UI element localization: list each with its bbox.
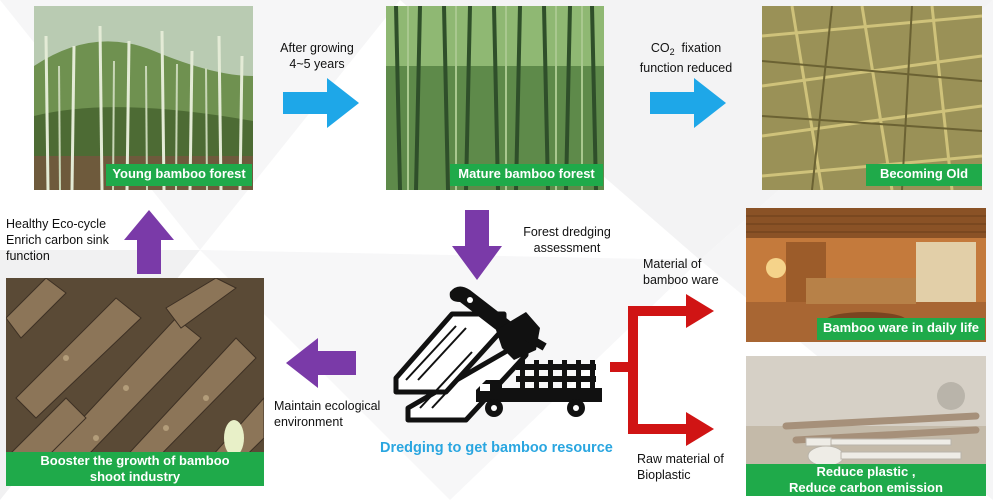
purple-arrow-down — [452, 210, 502, 280]
bamboo-ware-material-line2: bamboo ware — [643, 273, 719, 287]
eco-cycle-line1: Healthy Eco-cycle — [6, 217, 107, 231]
bamboo-ware-label: Bamboo ware in daily life — [817, 318, 985, 340]
purple-arrow-left — [286, 338, 356, 388]
reduce-plastic-line1: Reduce plastic , — [816, 464, 916, 479]
maintain-ecological-line1: Maintain ecological — [274, 399, 381, 413]
bioplastic-material-note: Raw material of Bioplastic — [637, 451, 747, 483]
old-bamboo-forest-image — [762, 6, 982, 190]
bamboo-ware-material-line1: Material of — [643, 257, 702, 271]
bioplastic-material-line2: Bioplastic — [637, 468, 691, 482]
co2-fixation-line2: function reduced — [639, 61, 733, 75]
bamboo-shoot-label-line1: Booster the growth of bamboo — [40, 453, 230, 468]
bamboo-ware-material-note: Material of bamboo ware — [643, 256, 743, 288]
after-growing-note: After growing 4~5 years — [262, 40, 372, 72]
mature-bamboo-forest-image — [386, 6, 604, 190]
reduce-carbon-line2: Reduce carbon emission — [789, 480, 943, 495]
center-title: Dredging to get bamboo resource — [380, 440, 613, 456]
forest-dredging-line1: Forest dredging — [523, 225, 611, 239]
blue-arrow-right-1 — [283, 78, 359, 128]
maintain-ecological-line2: environment — [274, 415, 343, 429]
co2-prefix: CO — [650, 41, 670, 55]
co2-fixation-line1: CO2 fixation — [626, 40, 746, 60]
bamboo-shoots-image — [6, 278, 264, 485]
reduce-plastic-label: Reduce plastic , Reduce carbon emission — [746, 464, 986, 496]
co2-fixation-note: CO2 fixation function reduced — [626, 40, 746, 76]
after-growing-line1: After growing — [280, 41, 354, 55]
co2-subscript: 2 — [669, 47, 675, 57]
bioplastic-material-line1: Raw material of — [637, 452, 724, 466]
red-bracket-arrows — [610, 290, 720, 450]
young-bamboo-forest-label: Young bamboo forest — [106, 164, 252, 186]
young-bamboo-forest-image — [34, 6, 253, 190]
mature-bamboo-forest-label: Mature bamboo forest — [450, 164, 603, 186]
eco-cycle-line2: Enrich carbon sink — [6, 233, 109, 247]
forest-dredging-line2: assessment — [533, 241, 601, 255]
co2-suffix: fixation — [674, 41, 722, 55]
eco-cycle-line3: function — [6, 249, 50, 263]
bamboo-shoot-industry-label: Booster the growth of bamboo shoot indus… — [6, 452, 264, 486]
bamboo-shoot-label-line2: shoot industry — [89, 469, 181, 484]
maintain-ecological-note: Maintain ecological environment — [274, 398, 384, 430]
after-growing-line2: 4~5 years — [289, 57, 345, 71]
becoming-old-label: Becoming Old — [866, 164, 982, 186]
eco-cycle-note: Healthy Eco-cycle Enrich carbon sink fun… — [6, 216, 126, 264]
forest-dredging-note: Forest dredging assessment — [512, 224, 622, 256]
blue-arrow-right-2 — [650, 78, 726, 128]
chainsaw-lumber-truck-icon — [386, 280, 612, 430]
purple-arrow-up — [124, 210, 174, 274]
